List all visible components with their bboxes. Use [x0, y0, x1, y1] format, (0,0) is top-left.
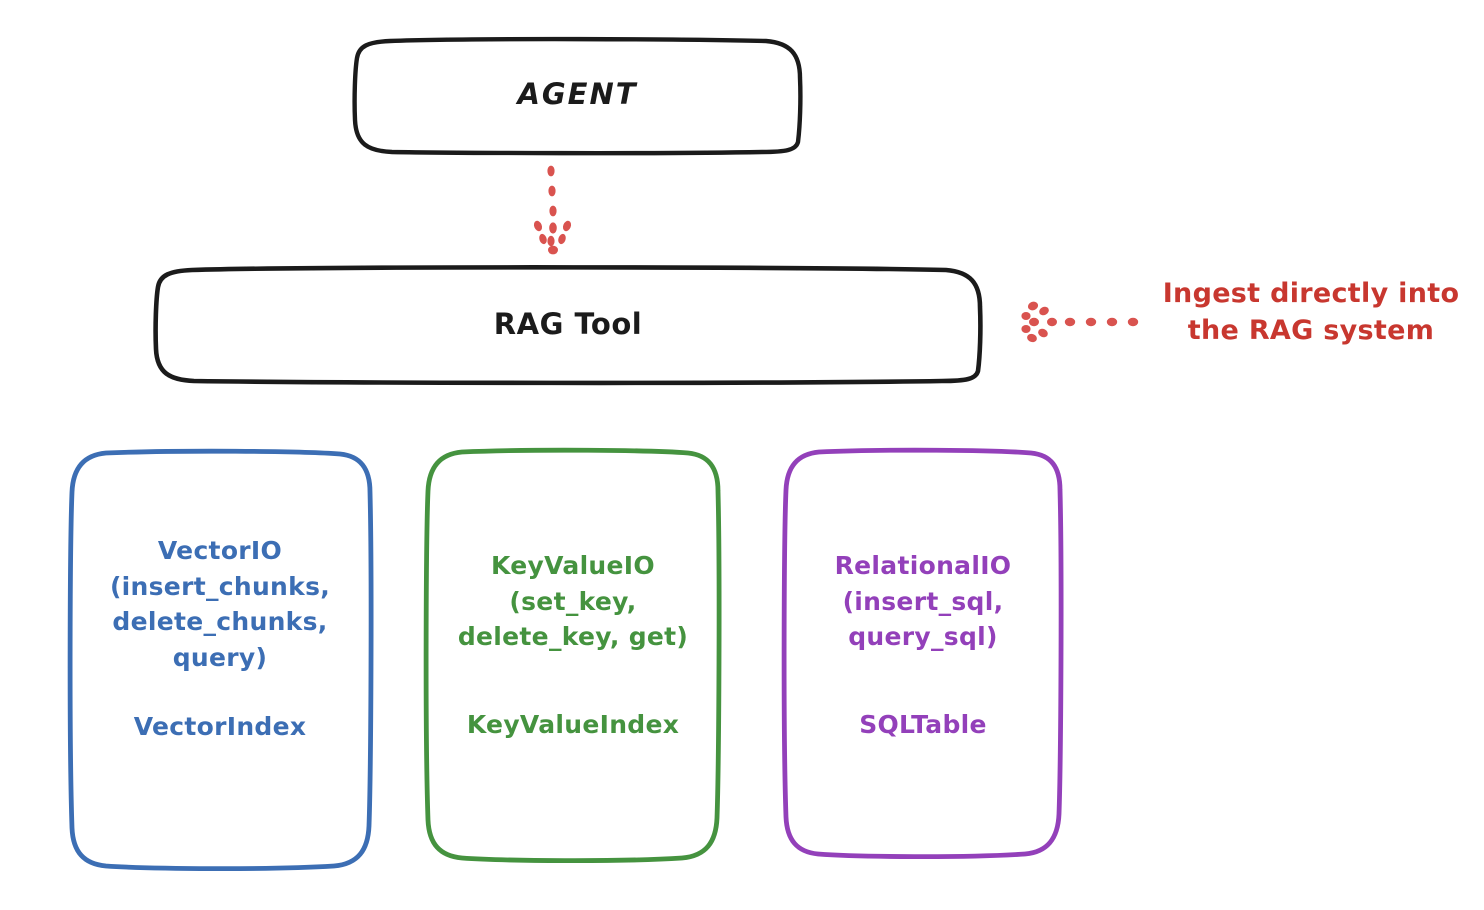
- relationalio-box: [781, 447, 1064, 860]
- agent-node[interactable]: [352, 36, 803, 156]
- rag-tool-box: [153, 265, 983, 386]
- agent-box: [352, 36, 803, 156]
- ingest-connector: [1021, 301, 1139, 343]
- vectorio-api-label: VectorIO (insert_chunks, delete_chunks, …: [109, 536, 331, 672]
- vectorio-node[interactable]: [67, 448, 374, 872]
- rag-tool-node[interactable]: [153, 265, 983, 386]
- vector-index-label: VectorIndex: [133, 712, 307, 741]
- sql-table-label: SQLTable: [859, 710, 987, 739]
- keyvalueio-node[interactable]: [423, 447, 722, 864]
- relationalio-node[interactable]: [781, 447, 1064, 860]
- agent-to-rag-tool-connector: [533, 165, 572, 255]
- relationalio-api-label: RelationalIO (insert_sql, query_sql): [834, 551, 1012, 651]
- keyvalueio-api-label: KeyValueIO (set_key, delete_key, get): [457, 551, 689, 651]
- ingest-annotation-text: Ingest directly into the RAG system: [1162, 278, 1460, 346]
- keyvalueio-box: [423, 447, 722, 864]
- vectorio-box: [67, 448, 374, 872]
- keyvalue-index-label: KeyValueIndex: [466, 710, 680, 739]
